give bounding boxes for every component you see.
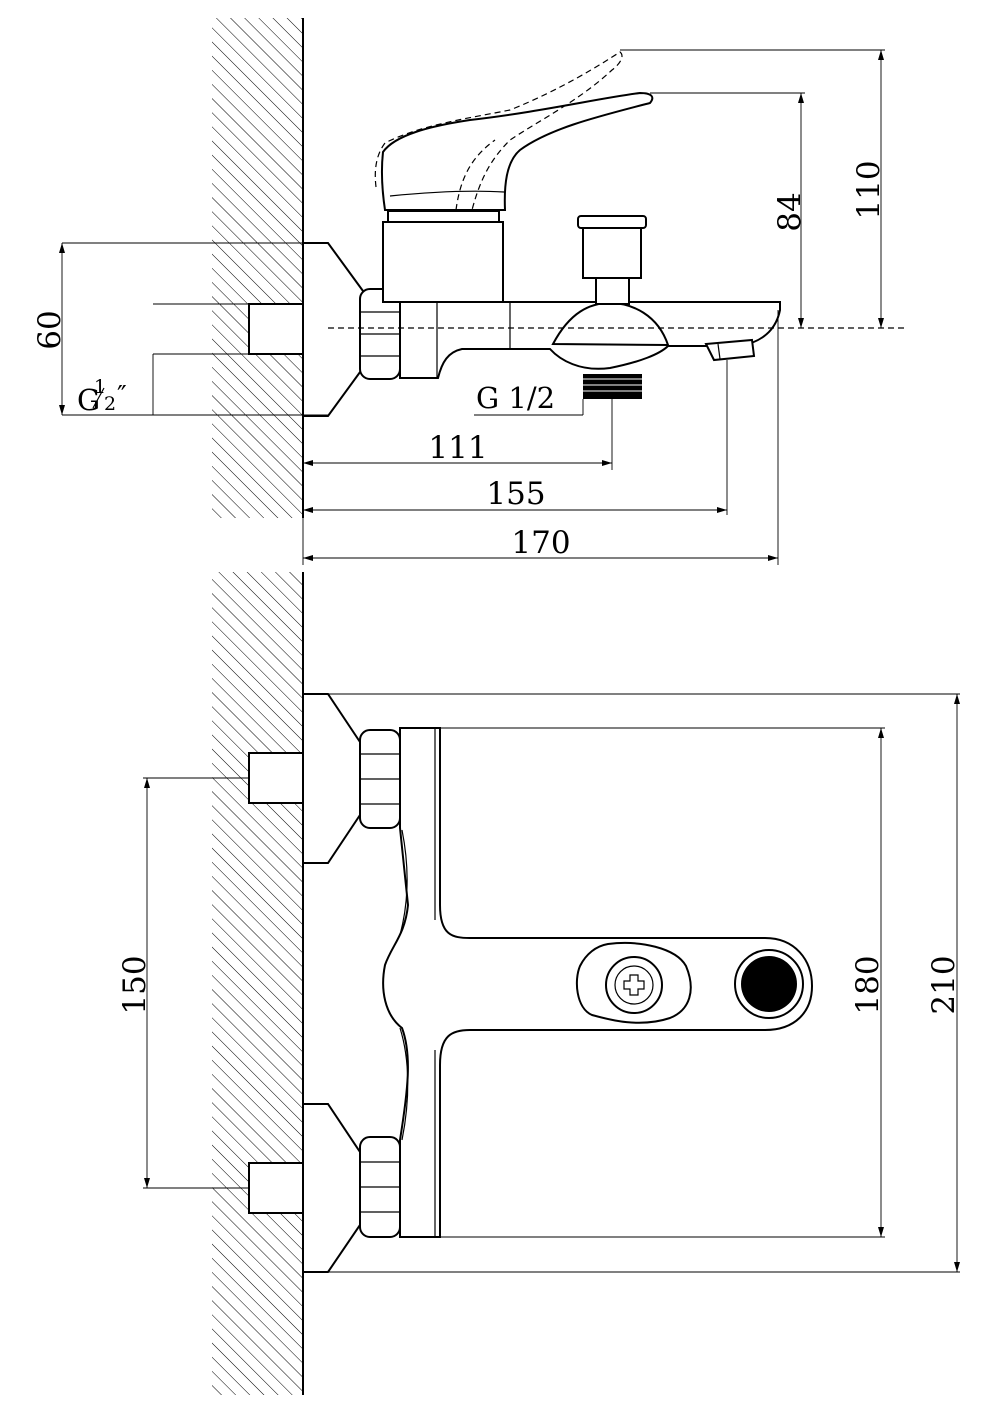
diverter-knob-cap [577, 215, 647, 229]
diverter-knob-stem [595, 277, 630, 305]
cartridge-housing [382, 221, 504, 303]
cross-screw-icon [623, 974, 645, 996]
spout-aerator [704, 338, 756, 362]
aerator-mesh [741, 956, 797, 1012]
svg-text:G: G [77, 383, 100, 417]
top-view: 150 180 210 [117, 572, 962, 1395]
dim-handle-max-height: 110 [851, 160, 887, 219]
dim-overall-depth: 170 [511, 525, 570, 561]
lever-handle [380, 91, 654, 211]
outlet-thread [583, 374, 642, 399]
eccentric-connector-bottom [248, 1162, 304, 1214]
wall-flange [302, 242, 364, 417]
diverter-knob [582, 220, 642, 279]
cartridge-collar [387, 210, 500, 223]
svg-text:2: 2 [104, 393, 116, 415]
label-inlet-thread: G 1 2 ″ [77, 376, 127, 417]
wall-hatch-bottom [212, 572, 303, 1395]
diverter-ring [605, 956, 663, 1014]
dim-eccentric-height: 60 [32, 310, 68, 349]
eccentric-connector-top [248, 752, 304, 804]
side-view: 60 111 155 170 84 110 G 1/2 G 1 2 ″ [32, 18, 905, 565]
dim-body-width: 180 [850, 955, 886, 1014]
diverter-inner [614, 965, 654, 1005]
eccentric-connector [248, 303, 304, 355]
dim-inlet-spacing: 150 [117, 955, 153, 1014]
dim-handle-height: 84 [772, 192, 808, 231]
label-outlet-thread: G 1/2 [476, 381, 555, 415]
svg-text:1: 1 [94, 376, 106, 398]
lever-handle-raised [374, 51, 623, 211]
svg-text:″: ″ [117, 381, 127, 411]
wall-flange-bottom [302, 1103, 361, 1273]
dim-overall-width: 210 [926, 955, 962, 1014]
wall-hatch-top [212, 18, 303, 518]
wall-flange-top [302, 693, 361, 864]
dim-spout-reach: 155 [486, 476, 545, 512]
dim-outlet-offset: 111 [428, 430, 487, 466]
